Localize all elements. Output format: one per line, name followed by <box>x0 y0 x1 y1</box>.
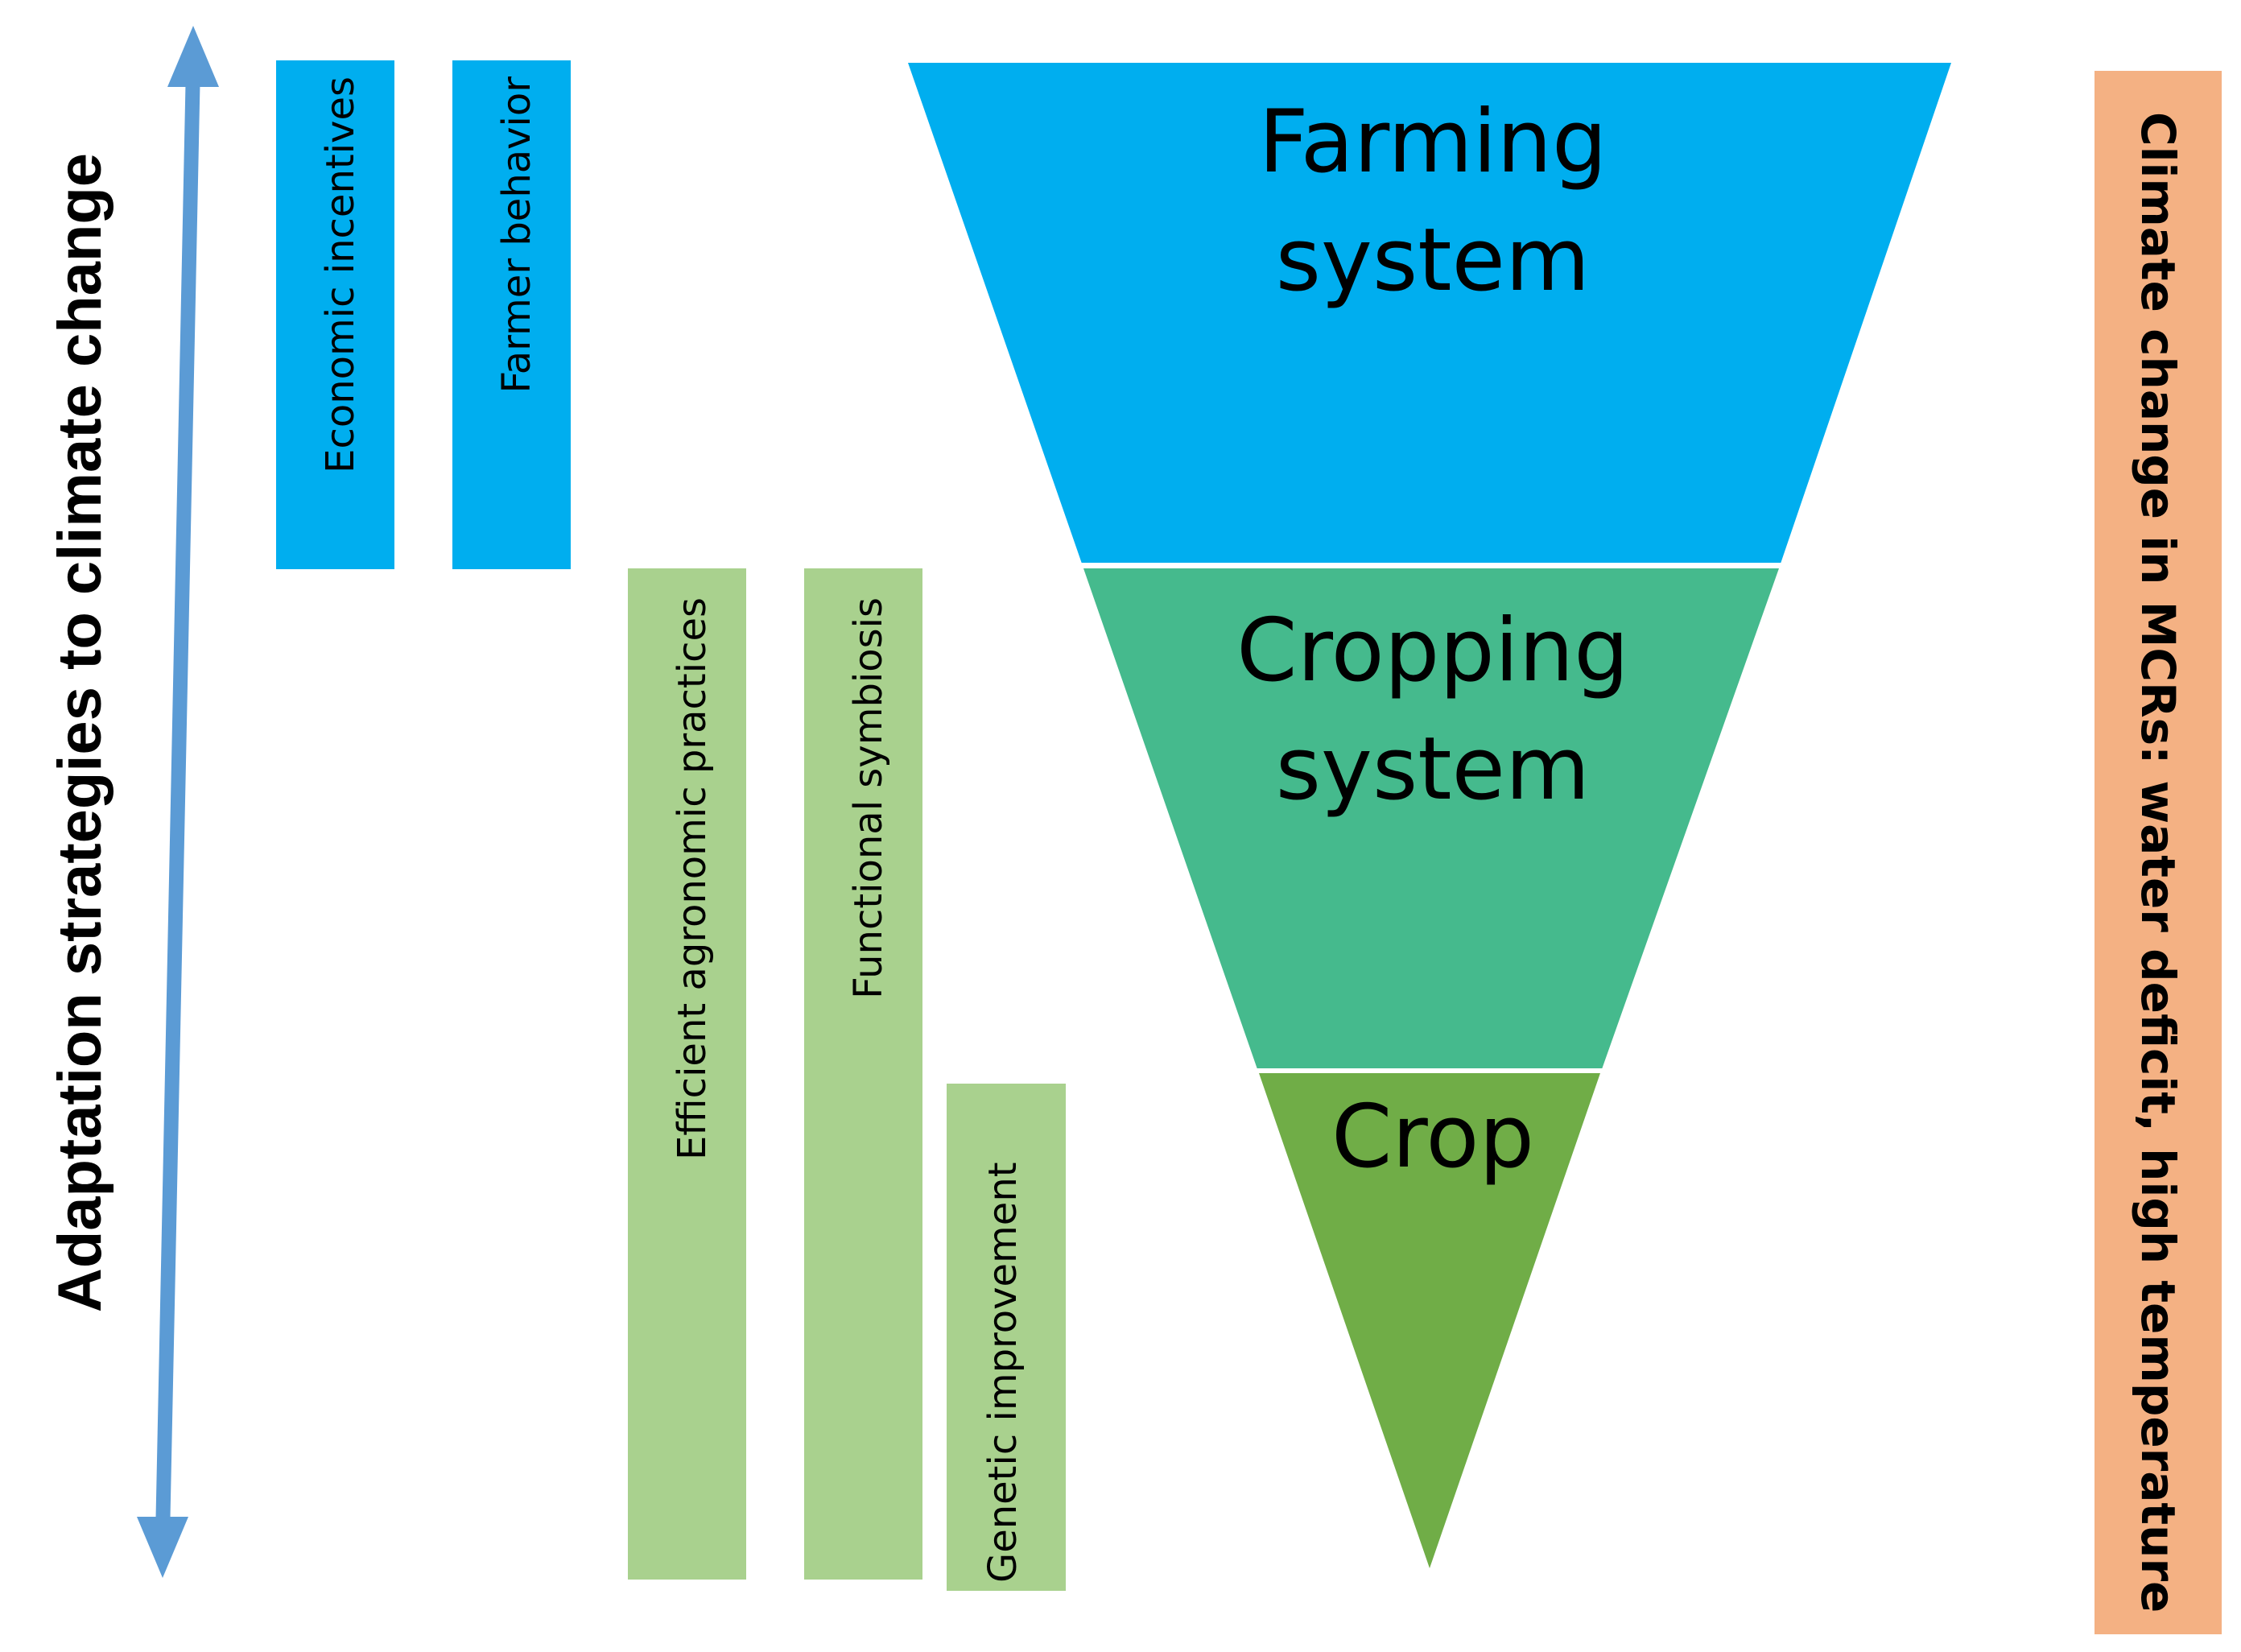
farming-system-line2: system <box>1275 209 1591 311</box>
funnel-level-cropping-system <box>1083 568 1779 1069</box>
funnel-level-farming-system <box>908 63 1951 564</box>
funnel-level-crop <box>1259 1073 1600 1568</box>
arrow-head-down <box>137 1517 188 1578</box>
economic-incentives-bar: Economic incentives <box>276 60 394 569</box>
cropping-system-label: Cropping system <box>1207 593 1658 829</box>
arrow-shaft <box>155 64 200 1538</box>
farming-system-label: Farming system <box>1207 84 1658 320</box>
efficient-agronomic-practices-bar: Efficient agronomic practices <box>628 568 746 1580</box>
genetic-improvement-bar: Genetic improvement <box>947 1084 1066 1591</box>
functional-symbiosis-bar: Functional symbiosis <box>804 568 922 1580</box>
farmer-behavior-bar: Farmer behavior <box>452 60 571 569</box>
crop-line1: Crop <box>1331 1087 1535 1187</box>
climate-change-label: Climate change in MCRs: water deficit, h… <box>2131 112 2185 1613</box>
double-arrow <box>137 26 219 1578</box>
arrow-head-up <box>167 26 219 87</box>
cropping-system-line2: system <box>1275 718 1591 820</box>
cropping-system-line1: Cropping <box>1236 601 1629 701</box>
farming-system-line1: Farming <box>1258 92 1607 192</box>
crop-label: Crop <box>1207 1079 1658 1197</box>
climate-change-box: Climate change in MCRs: water deficit, h… <box>2094 71 2222 1634</box>
